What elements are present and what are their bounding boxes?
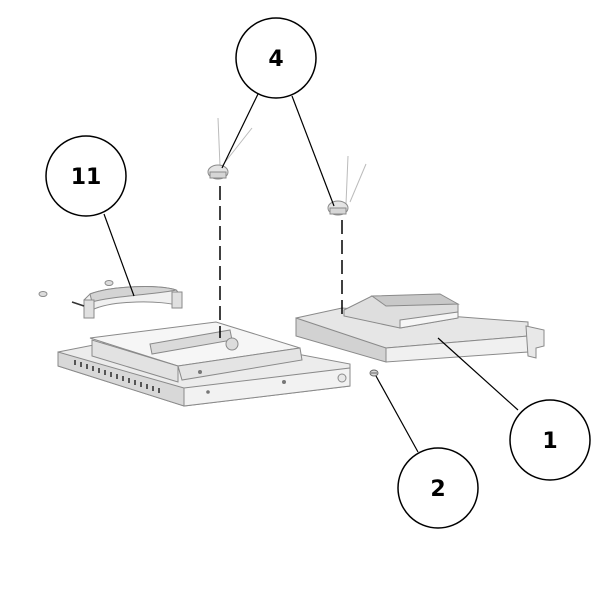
part-11-handle <box>83 286 183 319</box>
handle-screws <box>38 280 114 307</box>
callout-circle <box>235 17 317 99</box>
callout-circle <box>509 399 591 481</box>
leader-4-right <box>291 95 335 207</box>
part-4-screws <box>207 117 367 338</box>
callout-label-1: 1 <box>542 429 557 454</box>
callout-label-11: 11 <box>71 165 102 190</box>
leader-4-left <box>221 93 259 169</box>
callout-label-2: 2 <box>430 477 445 502</box>
leader-lines <box>103 93 519 453</box>
callout-2: 2 <box>397 447 479 529</box>
leader-2 <box>375 375 419 453</box>
tray-vent-holes <box>74 360 160 393</box>
part-4-screw-right <box>327 155 367 216</box>
part-2-screw <box>369 369 379 377</box>
leader-1 <box>437 337 519 411</box>
callout-4: 4 <box>235 17 317 99</box>
callout-1: 1 <box>509 399 591 481</box>
leader-11 <box>103 213 135 297</box>
callout-11: 11 <box>45 135 127 217</box>
part-4-screw-left <box>207 117 253 180</box>
callout-circle <box>45 135 127 217</box>
callout-circle <box>397 447 479 529</box>
part-1-hard-drive <box>295 293 545 363</box>
callout-label-4: 4 <box>268 47 283 72</box>
drive-tray-carrier <box>57 321 351 407</box>
